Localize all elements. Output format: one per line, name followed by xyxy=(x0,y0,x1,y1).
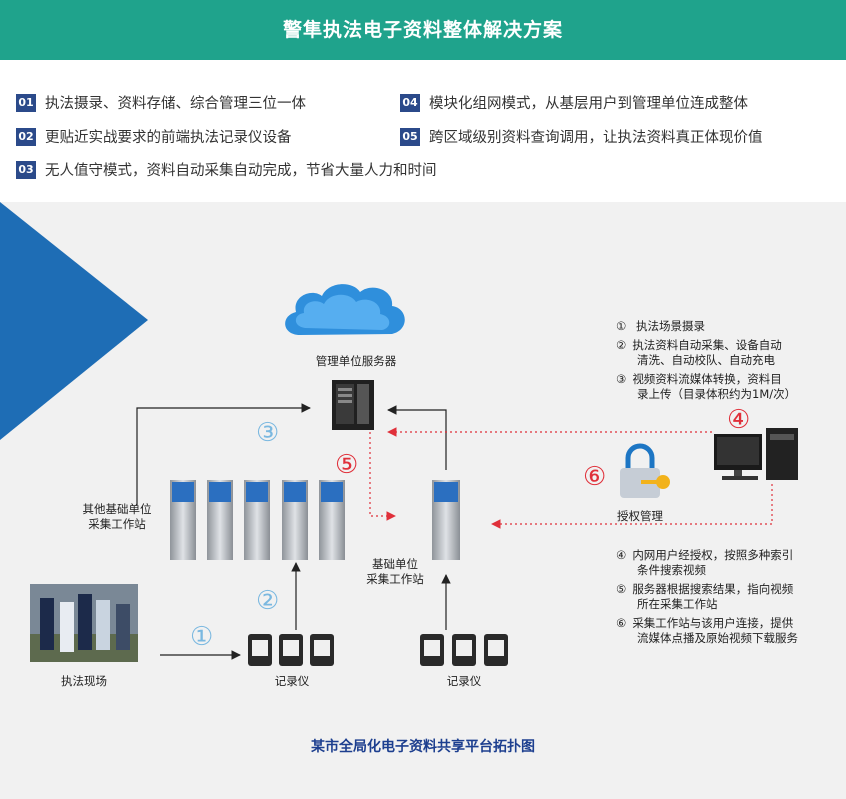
feature-item: 05 跨区域级别资料查询调用，让执法资料真正体现价值 xyxy=(400,126,763,147)
kiosk-icon xyxy=(207,480,233,560)
note-line: 服务器根据搜索结果，指向视频 xyxy=(632,582,794,596)
decorative-arrow-shape xyxy=(0,202,148,440)
note-line: 执法场景摄录 xyxy=(635,319,705,333)
kiosk-icon xyxy=(432,480,460,560)
step-3-marker: ③ xyxy=(256,418,280,448)
scene-photo xyxy=(30,584,138,662)
feature-item: 04 模块化组网模式，从基层用户到管理单位连成整体 xyxy=(400,92,748,113)
cloud-icon xyxy=(285,284,405,335)
note-line: 录上传（目录体积约为1M/次） xyxy=(637,387,797,401)
note-mark: ④ xyxy=(616,548,627,562)
step-1-marker: ① xyxy=(190,622,214,652)
note-mark: ⑤ xyxy=(616,582,627,596)
note-bottom-4: ④ 内网用户经授权，按照多种索引 条件搜索视频 xyxy=(616,548,793,578)
feature-text: 执法摄录、资料存储、综合管理三位一体 xyxy=(45,96,306,112)
base-station-label: 基础单位 采集工作站 xyxy=(350,557,440,587)
recorder-group-left xyxy=(248,634,334,666)
auth-label: 授权管理 xyxy=(617,509,663,523)
diagram-caption: 某市全局化电子资料共享平台拓扑图 xyxy=(311,739,535,755)
other-station-label: 其他基础单位 采集工作站 xyxy=(62,502,172,532)
header-bar: 警隼执法电子资料整体解决方案 xyxy=(0,0,846,60)
kiosk-icon xyxy=(244,480,270,560)
step-6-marker: ⑥ xyxy=(583,462,607,492)
lock-key-icon xyxy=(620,443,670,498)
feature-item: 03 无人值守模式，资料自动采集自动完成，节省大量人力和时间 xyxy=(16,159,437,180)
note-line: 内网用户经授权，按照多种索引 xyxy=(632,548,794,562)
scene-label: 执法现场 xyxy=(61,674,107,688)
kiosk-icon xyxy=(282,480,308,560)
feature-text: 跨区域级别资料查询调用，让执法资料真正体现价值 xyxy=(429,130,763,146)
kiosk-icon xyxy=(170,480,196,560)
note-top-3: ③ 视频资料流媒体转换，资料目 录上传（目录体积约为1M/次） xyxy=(616,372,796,402)
diagram-background xyxy=(0,202,846,799)
other-station-label-line: 其他基础单位 xyxy=(82,502,152,516)
server-label: 管理单位服务器 xyxy=(315,354,397,368)
note-top-2: ② 执法资料自动采集、设备自动 清洗、自动校队、自动充电 xyxy=(616,338,782,368)
note-line: 采集工作站与该用户连接，提供 xyxy=(632,616,794,630)
feature-text: 无人值守模式，资料自动采集自动完成，节省大量人力和时间 xyxy=(45,163,437,179)
feature-text: 更贴近实战要求的前端执法记录仪设备 xyxy=(45,130,292,146)
step-5-marker: ⑤ xyxy=(335,450,359,480)
desktop-computer-icon xyxy=(714,428,798,480)
feature-number-badge: 04 xyxy=(400,93,420,112)
feature-item: 01 执法摄录、资料存储、综合管理三位一体 xyxy=(16,92,306,113)
note-bottom-6: ⑥ 采集工作站与该用户连接，提供 流媒体点播及原始视频下载服务 xyxy=(616,616,798,646)
recorder-label: 记录仪 xyxy=(274,674,310,688)
base-station-label-line: 基础单位 xyxy=(372,557,418,571)
note-mark: ⑥ xyxy=(616,616,627,630)
note-mark: ① xyxy=(616,319,627,333)
step-2-marker: ② xyxy=(256,586,280,616)
note-line: 所在采集工作站 xyxy=(637,597,718,611)
feature-text: 模块化组网模式，从基层用户到管理单位连成整体 xyxy=(429,96,748,112)
feature-number-badge: 05 xyxy=(400,127,420,146)
note-line: 视频资料流媒体转换，资料目 xyxy=(632,372,782,386)
recorder-group-right xyxy=(420,634,508,666)
feature-number-badge: 03 xyxy=(16,160,36,179)
feature-number-badge: 01 xyxy=(16,93,36,112)
feature-number-badge: 02 xyxy=(16,127,36,146)
note-mark: ② xyxy=(616,338,627,352)
note-line: 清洗、自动校队、自动充电 xyxy=(637,353,775,367)
recorder-label: 记录仪 xyxy=(446,674,482,688)
note-top-1: ① 执法场景摄录 xyxy=(616,319,705,334)
note-mark: ③ xyxy=(616,372,627,386)
note-line: 流媒体点播及原始视频下载服务 xyxy=(637,631,798,645)
note-line: 条件搜索视频 xyxy=(637,563,706,577)
server-icon xyxy=(332,380,374,430)
other-station-label-line: 采集工作站 xyxy=(88,517,146,531)
step-4-marker: ④ xyxy=(727,405,751,435)
note-bottom-5: ⑤ 服务器根据搜索结果，指向视频 所在采集工作站 xyxy=(616,582,793,612)
base-station-label-line: 采集工作站 xyxy=(366,572,424,586)
kiosk-icon xyxy=(319,480,345,560)
feature-item: 02 更贴近实战要求的前端执法记录仪设备 xyxy=(16,126,292,147)
page-title: 警隼执法电子资料整体解决方案 xyxy=(282,19,563,41)
kiosk-group-other xyxy=(170,480,345,560)
note-line: 执法资料自动采集、设备自动 xyxy=(632,338,782,352)
